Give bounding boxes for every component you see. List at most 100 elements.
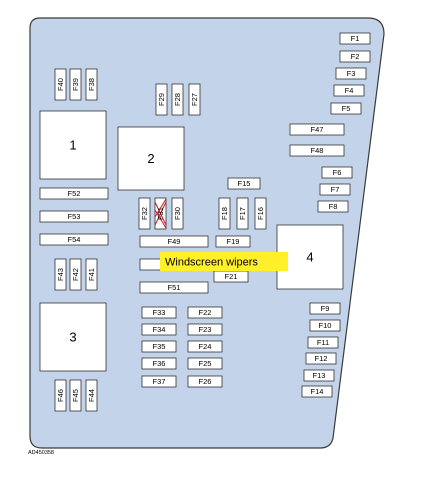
fuse-f6-label: F6 xyxy=(333,168,342,177)
relay-2-label: 2 xyxy=(147,151,154,166)
fuse-f45-label: F45 xyxy=(71,389,80,402)
fuse-f51 xyxy=(139,281,209,294)
fuse-f52 xyxy=(39,187,109,200)
fuse-f28 xyxy=(171,83,184,116)
fuse-f5-label: F5 xyxy=(342,104,351,113)
fuse-f29-label: F29 xyxy=(157,93,166,106)
fuse-f18-label: F18 xyxy=(220,207,229,220)
fuse-f15 xyxy=(227,177,261,190)
relay-1-label: 1 xyxy=(69,138,76,153)
fuse-f23 xyxy=(187,323,223,336)
fuse-f46 xyxy=(54,379,67,412)
fuse-f25-label: F25 xyxy=(199,359,212,368)
fuse-f48 xyxy=(289,144,345,157)
fuse-f27 xyxy=(188,83,201,116)
fuse-f54-label: F54 xyxy=(68,235,81,244)
fuse-f18 xyxy=(218,197,231,230)
fuse-f53-label: F53 xyxy=(68,212,81,221)
fuse-f49-label: F49 xyxy=(168,237,181,246)
fuse-f14 xyxy=(301,385,333,398)
fuse-f14-label: F14 xyxy=(311,387,324,396)
fuse-f44 xyxy=(85,379,98,412)
fuse-f13 xyxy=(303,369,335,382)
fuse-f41-label: F41 xyxy=(87,268,96,281)
fuse-f38-label: F38 xyxy=(87,78,96,91)
fuse-f47-label: F47 xyxy=(311,125,324,134)
relay-1 xyxy=(39,110,107,180)
fuse-f33 xyxy=(141,306,177,319)
highlight-slash-c xyxy=(154,209,167,229)
fuse-f25 xyxy=(187,357,223,370)
fuse-f30-label: F30 xyxy=(173,207,182,220)
fuse-f46-label: F46 xyxy=(56,389,65,402)
highlight-slash-d xyxy=(154,198,167,218)
fuse-f39 xyxy=(69,68,82,101)
fuse-f40-label: F40 xyxy=(56,78,65,91)
fuse-f10 xyxy=(309,319,341,332)
fuse-f31-label: F31 xyxy=(156,207,165,220)
fuse-f43-label: F43 xyxy=(56,268,65,281)
fuse-f19-label: F19 xyxy=(227,237,240,246)
fuse-f37 xyxy=(141,375,177,388)
fuse-f34 xyxy=(141,323,177,336)
fuse-f36 xyxy=(141,357,177,370)
fuse-f24-label: F24 xyxy=(199,342,212,351)
fuse-f27-label: F27 xyxy=(190,93,199,106)
fuse-f40 xyxy=(54,68,67,101)
fuse-f16-label: F16 xyxy=(256,207,265,220)
fuse-f42 xyxy=(69,258,82,291)
relay-3 xyxy=(39,302,107,372)
fuse-f35 xyxy=(141,340,177,353)
fuse-f29 xyxy=(155,83,168,116)
fuse-f30 xyxy=(171,197,184,230)
fuse-f43 xyxy=(54,258,67,291)
fuse-f23-label: F23 xyxy=(199,325,212,334)
fuse-f53 xyxy=(39,210,109,223)
fuse-f5 xyxy=(330,102,362,115)
fuse-f21-label: F21 xyxy=(225,272,238,281)
fuse-f11 xyxy=(307,336,339,349)
relay-3-label: 3 xyxy=(69,330,76,345)
fuse-f22 xyxy=(187,306,223,319)
fuse-f12 xyxy=(305,352,337,365)
fuse-f9-label: F9 xyxy=(321,304,330,313)
fuse-f22-label: F22 xyxy=(199,308,212,317)
relay-4-label: 4 xyxy=(306,250,313,265)
fuse-f26 xyxy=(187,375,223,388)
fuse-f2-label: F2 xyxy=(351,52,360,61)
fuse-f15-label: F15 xyxy=(238,179,251,188)
fuse-f1 xyxy=(339,32,371,45)
fuse-f28-label: F28 xyxy=(173,93,182,106)
fuse-f44-label: F44 xyxy=(87,389,96,402)
fuse-f47 xyxy=(289,123,345,136)
fuse-f8-label: F8 xyxy=(329,202,338,211)
fuse-f45 xyxy=(69,379,82,412)
fuse-f54 xyxy=(39,233,109,246)
callout-highlight xyxy=(160,252,288,271)
fuse-f32 xyxy=(138,197,151,230)
fuse-f1-label: F1 xyxy=(351,34,360,43)
fuse-f16 xyxy=(254,197,267,230)
relay-2 xyxy=(117,126,185,191)
fuse-f24 xyxy=(187,340,223,353)
fuse-f34-label: F34 xyxy=(153,325,166,334)
fuse-f10-label: F10 xyxy=(319,321,332,330)
fuse-f13-label: F13 xyxy=(313,371,326,380)
fuse-f36-label: F36 xyxy=(153,359,166,368)
fuse-f7-label: F7 xyxy=(331,185,340,194)
fuse-f2 xyxy=(339,50,371,63)
callout-label: Windscreen wipers xyxy=(165,257,258,269)
fuse-f32-label: F32 xyxy=(140,207,149,220)
fuse-f19 xyxy=(215,235,251,248)
fuse-f49 xyxy=(139,235,209,248)
fuse-f17 xyxy=(236,197,249,230)
fuse-f17-label: F17 xyxy=(238,207,247,220)
fuse-f41 xyxy=(85,258,98,291)
fuse-f38 xyxy=(85,68,98,101)
fuse-f11-label: F11 xyxy=(317,338,329,347)
fuse-f3 xyxy=(335,67,367,80)
diagram-code: AD450358 xyxy=(28,450,54,456)
fuse-f42-label: F42 xyxy=(71,268,80,281)
fuse-f26-label: F26 xyxy=(199,377,212,386)
